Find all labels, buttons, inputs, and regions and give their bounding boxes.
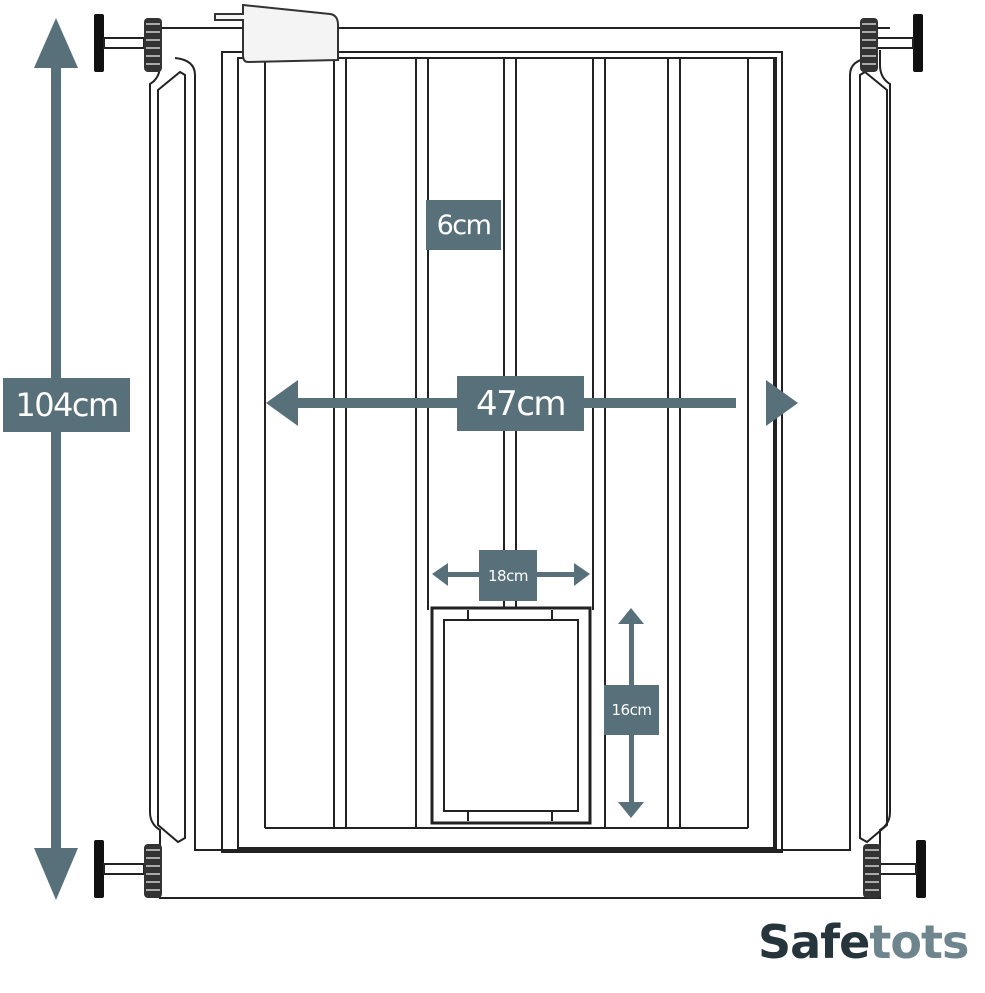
height-label: 104cm bbox=[3, 378, 130, 432]
pressure-screw-bottom-left bbox=[94, 840, 162, 898]
pressure-screw-top-left bbox=[94, 14, 162, 72]
height-arrow bbox=[34, 18, 78, 900]
latch-handle bbox=[214, 3, 339, 64]
width-label: 47cm bbox=[457, 376, 584, 431]
pressure-screw-top-right bbox=[860, 14, 923, 72]
bar-spacing-label: 6cm bbox=[426, 200, 501, 250]
pressure-screw-bottom-right bbox=[863, 840, 926, 898]
gate-frame bbox=[149, 27, 891, 899]
brand-logo: Safetots bbox=[758, 912, 969, 972]
pet-door-height-label: 16cm bbox=[604, 685, 659, 735]
brand-logo-part-1: Safe bbox=[758, 915, 870, 969]
pet-door bbox=[430, 606, 592, 825]
pet-door-width-label: 18cm bbox=[479, 550, 537, 601]
brand-logo-part-2: tots bbox=[869, 915, 969, 969]
